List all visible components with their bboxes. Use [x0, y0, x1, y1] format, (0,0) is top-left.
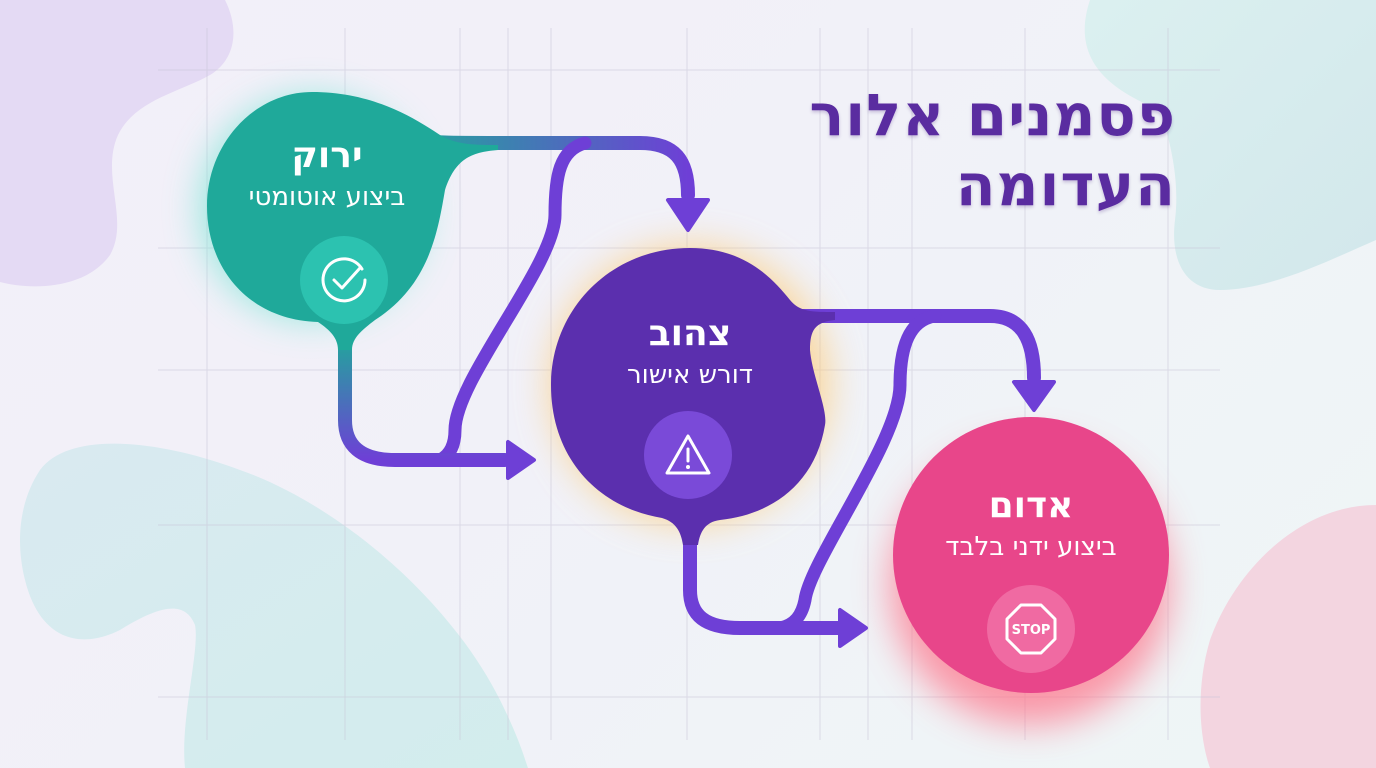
- arrow-right-to-yellow: [506, 440, 536, 480]
- diagram-title: פסמנים אלור העדומה: [809, 80, 1176, 220]
- arrow-down-to-red: [1012, 380, 1056, 412]
- node-green-subtitle: ביצוע אוטומטי: [248, 182, 406, 212]
- node-green-badge: [300, 236, 388, 324]
- node-green-shape: [207, 92, 498, 350]
- pink-blob: [1200, 505, 1376, 768]
- arrow-right-to-red: [838, 608, 868, 648]
- node-yellow-shape: [551, 248, 835, 545]
- title-line-1: פסמנים אלור: [809, 81, 1176, 149]
- teal-blob-bottom: [20, 443, 528, 768]
- connectors-yellow: [683, 309, 1041, 635]
- node-red-badge: STOP: [987, 585, 1075, 673]
- stop-sign-text: STOP: [1012, 623, 1051, 638]
- node-yellow: צהוב דורש אישור: [560, 312, 820, 392]
- node-green: ירוק ביצוע אוטומטי: [207, 134, 447, 214]
- arrow-down-to-yellow: [666, 198, 710, 232]
- node-red-title: אדום: [988, 485, 1074, 526]
- stop-sign-icon: STOP: [1005, 603, 1057, 655]
- node-yellow-subtitle: דורש אישור: [626, 360, 753, 390]
- node-green-title: ירוק: [291, 135, 363, 176]
- node-red-subtitle: ביצוע ידני בלבד: [945, 532, 1117, 562]
- node-yellow-badge: [644, 411, 732, 499]
- title-line-2: העדומה: [955, 151, 1176, 219]
- warning-triangle-icon: [665, 434, 711, 475]
- check-circle-icon: [321, 257, 367, 303]
- node-red-shape: [893, 417, 1169, 693]
- node-yellow-title: צהוב: [648, 313, 732, 354]
- lavender-blob: [0, 0, 234, 287]
- node-red: אדום ביצוע ידני בלבד: [895, 484, 1167, 564]
- teal-blob-top: [1084, 0, 1376, 290]
